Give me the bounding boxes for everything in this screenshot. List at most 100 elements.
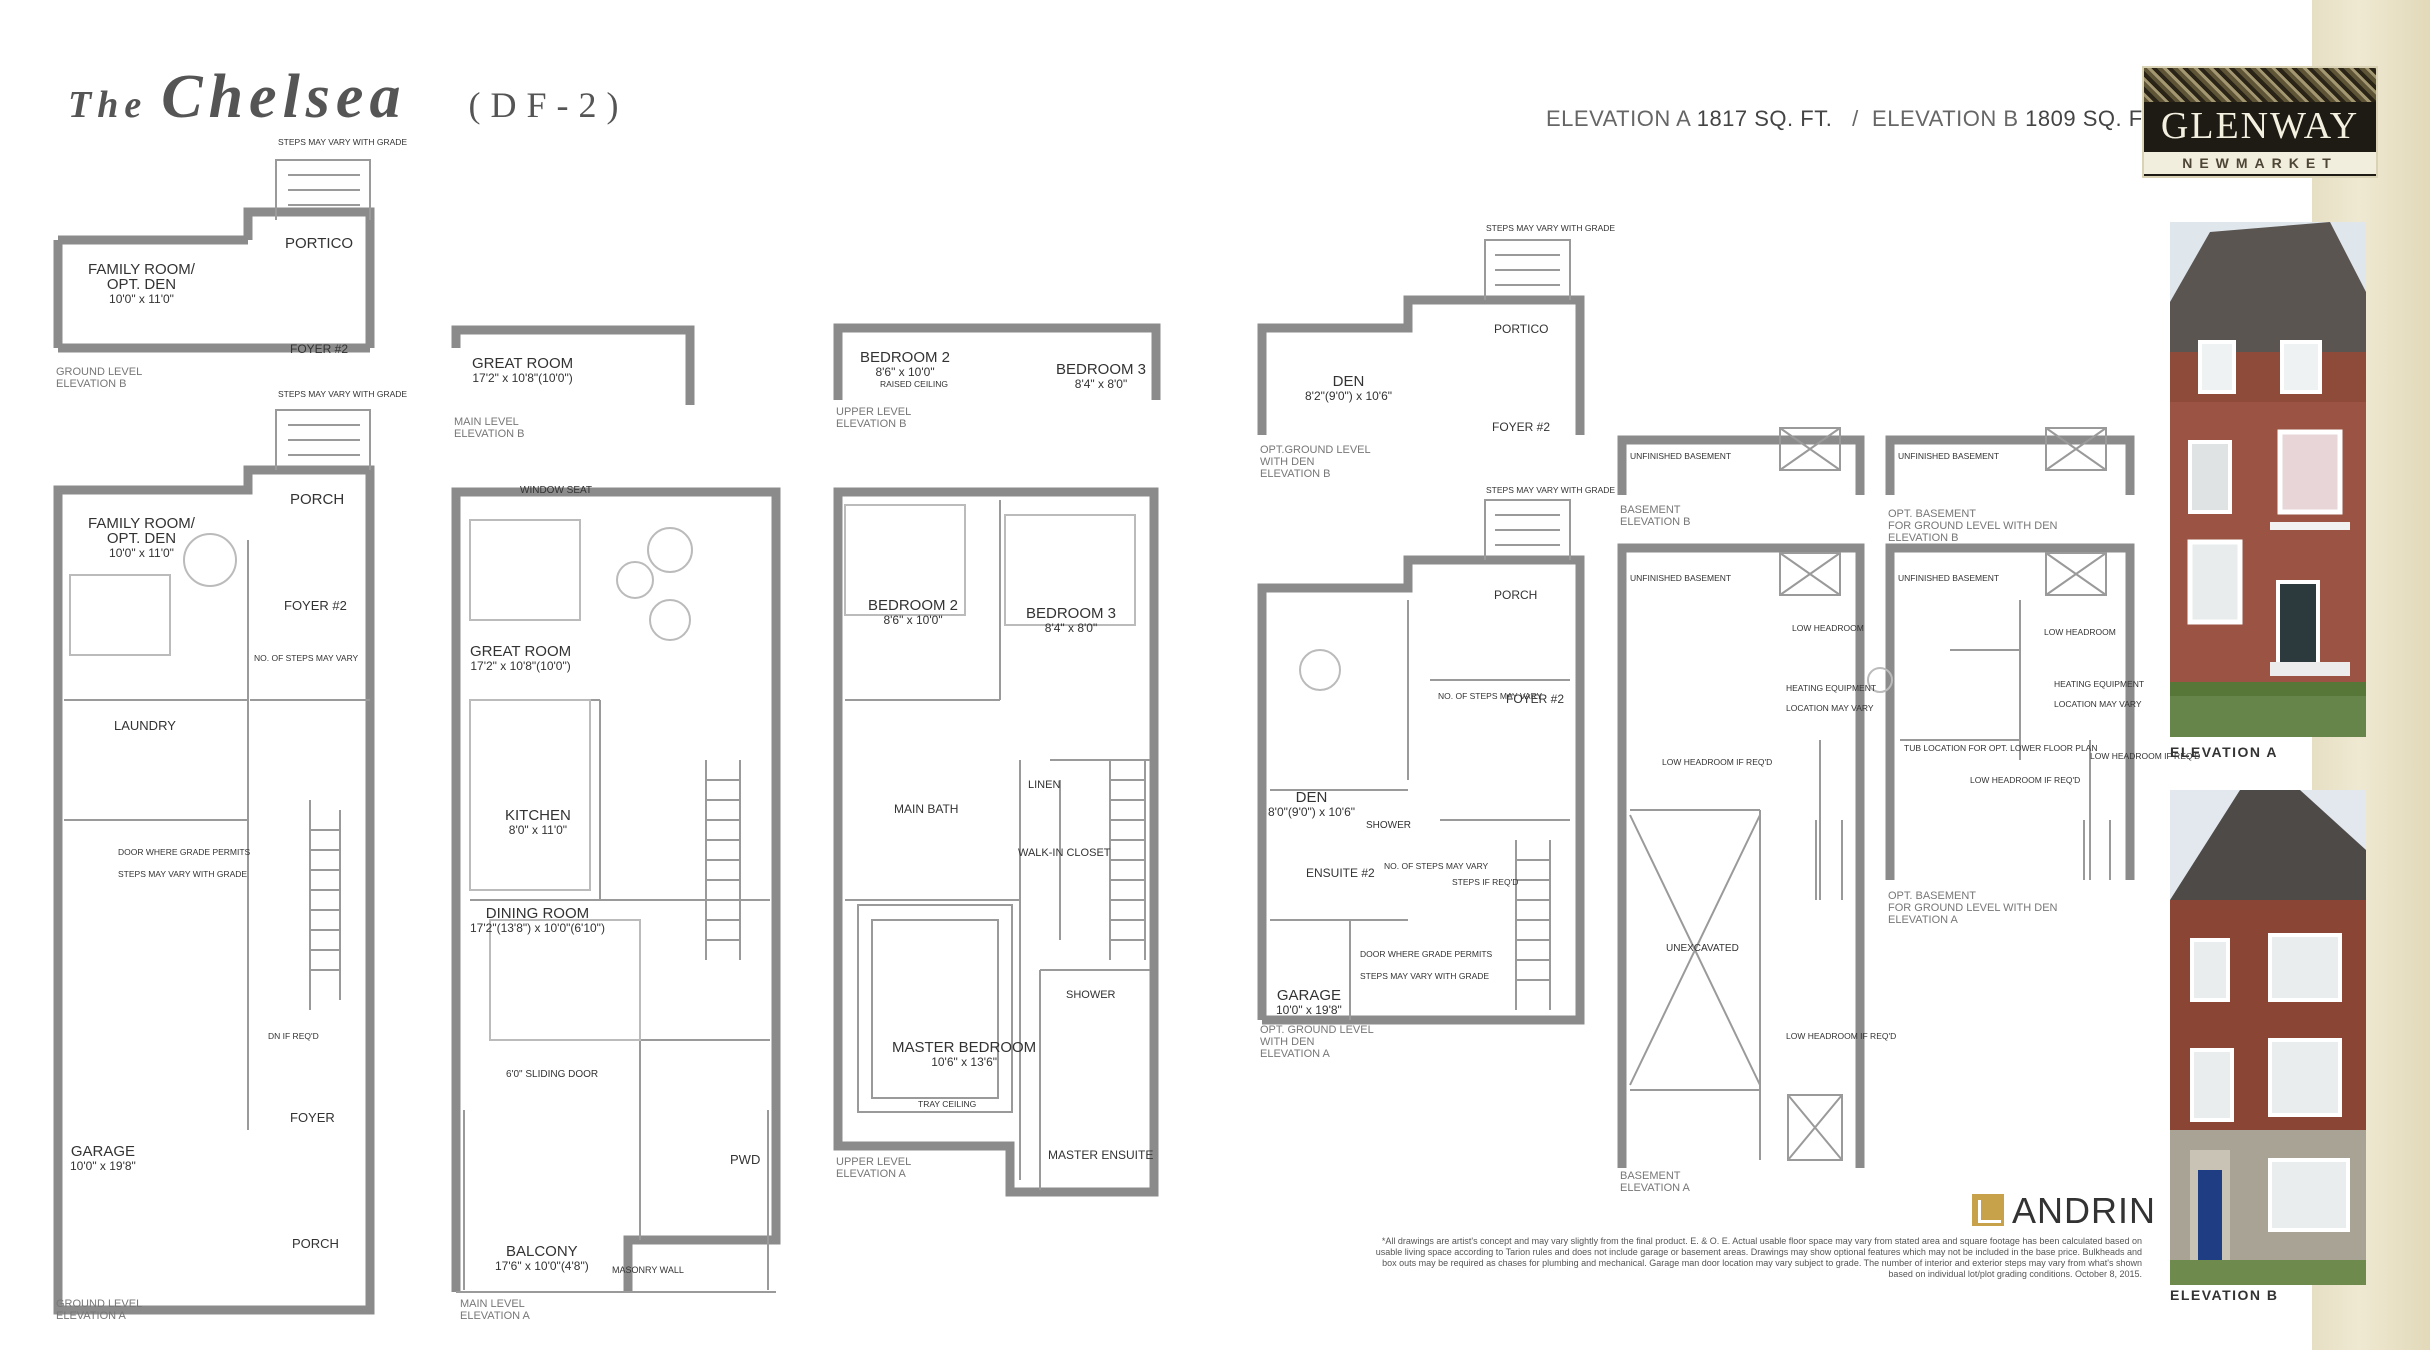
note-dn-ifreqd-ground-a: DN IF REQ'D xyxy=(268,1031,319,1041)
note-unfinished-opt-basement-a: UNFINISHED BASEMENT xyxy=(1898,573,2000,583)
note-raised-ceiling: RAISED CEILING xyxy=(880,379,949,389)
label-opt-basement-a-line1: OPT. BASEMENT xyxy=(1888,890,1977,902)
note-unfinished-basement-a: UNFINISHED BASEMENT xyxy=(1630,573,1732,583)
room-master-name: MASTER BEDROOM xyxy=(892,1039,1037,1056)
room-family-a-opt: OPT. DEN xyxy=(106,530,177,547)
note-sliding-door: 6'0" SLIDING DOOR xyxy=(506,1069,599,1080)
wall-main-b xyxy=(451,325,695,405)
elevation-a-photo xyxy=(2170,222,2366,737)
room-bedroom3-a-dim: 8'4" x 8'0" xyxy=(1044,621,1098,635)
label-upper-b-line1: UPPER LEVEL xyxy=(836,406,912,418)
elevation-separator: / xyxy=(1852,106,1859,131)
wall-ground-b xyxy=(53,207,375,353)
note-steps-den-a: STEPS MAY VARY WITH GRADE xyxy=(1486,485,1616,495)
floor-plans-drawing xyxy=(53,159,2135,1315)
room-foyer2-den-a: FOYER #2 xyxy=(1506,692,1565,706)
label-den-a-line3: ELEVATION A xyxy=(1260,1048,1330,1060)
elevation-a-sqft: 1817 SQ. FT. xyxy=(1696,106,1833,131)
label-den-a-line1: OPT. GROUND LEVEL xyxy=(1260,1024,1374,1036)
note-location-basement: LOCATION MAY VARY xyxy=(1786,703,1874,713)
room-bedroom2-b-name: BEDROOM 2 xyxy=(860,349,951,366)
room-pwd: PWD xyxy=(730,1152,761,1167)
label-basement-b-line1: BASEMENT xyxy=(1620,504,1681,516)
elevation-a-caption: ELEVATION A xyxy=(2170,744,2279,760)
room-porch-den-a: PORCH xyxy=(1494,588,1538,602)
note-no-steps-den-a: NO. OF STEPS MAY VARY xyxy=(1438,691,1543,701)
square-footage-line: ELEVATION A 1817 SQ. FT. / ELEVATION B 1… xyxy=(1546,106,2161,132)
room-garage-a-name: GARAGE xyxy=(70,1143,135,1160)
note-steps-ground-b: STEPS MAY VARY WITH GRADE xyxy=(278,137,408,147)
glenway-logo: GLENWAY NEWMARKET xyxy=(2142,66,2378,178)
room-kitchen-name: KITCHEN xyxy=(505,807,571,824)
room-shower-upper: SHOWER xyxy=(1066,989,1116,1001)
elevation-b-caption: ELEVATION B xyxy=(2170,1287,2279,1303)
label-opt-basement-a-line2: FOR GROUND LEVEL WITH DEN xyxy=(1888,902,2058,914)
label-main-a-line1: MAIN LEVEL xyxy=(460,1298,525,1310)
note-low-headroom-ifreqd-1: LOW HEADROOM IF REQ'D xyxy=(1662,757,1773,767)
elevation-a-label: ELEVATION A xyxy=(1546,106,1691,131)
label-ground-a-line1: GROUND LEVEL xyxy=(56,1298,143,1310)
label-ground-a-line2: ELEVATION A xyxy=(56,1310,126,1322)
label-basement-b-line2: ELEVATION B xyxy=(1620,516,1691,528)
label-upper-a-line1: UPPER LEVEL xyxy=(836,1156,912,1168)
room-porch-bottom-a: PORCH xyxy=(292,1236,339,1251)
note-unfinished-basement-b: UNFINISHED BASEMENT xyxy=(1630,451,1732,461)
note-steps-ifreqd-den-a: STEPS IF REQ'D xyxy=(1452,877,1519,887)
room-walk-in-closet: WALK-IN CLOSET xyxy=(1018,847,1111,859)
wall-opt-basement-a xyxy=(1885,543,2135,880)
note-steps-grade-den-a: STEPS MAY VARY WITH GRADE xyxy=(1360,971,1490,981)
room-main-bath: MAIN BATH xyxy=(894,802,959,816)
room-bedroom2-a-name: BEDROOM 2 xyxy=(868,597,959,614)
label-ground-b-line2: ELEVATION B xyxy=(56,378,127,390)
room-ensuite2: ENSUITE #2 xyxy=(1306,866,1375,880)
note-tray-ceiling: TRAY CEILING xyxy=(918,1099,977,1109)
room-bedroom3-b-name: BEDROOM 3 xyxy=(1056,361,1147,378)
note-masonry-wall: MASONRY WALL xyxy=(612,1265,684,1275)
label-den-a-line2: WITH DEN xyxy=(1260,1036,1315,1048)
room-balcony-dim: 17'6" x 10'0"(4'8") xyxy=(495,1259,589,1273)
logo-subtitle: NEWMARKET xyxy=(2144,152,2376,174)
room-shower-den: SHOWER xyxy=(1366,820,1411,831)
logo-name: GLENWAY xyxy=(2160,105,2360,147)
label-basement-a-line2: ELEVATION A xyxy=(1620,1182,1690,1194)
note-steps-den-b: STEPS MAY VARY WITH GRADE xyxy=(1486,223,1616,233)
note-unexcavated: UNEXCAVATED xyxy=(1666,943,1739,954)
wall-upper-b xyxy=(833,323,1161,400)
label-upper-b-line2: ELEVATION B xyxy=(836,418,907,430)
room-bedroom2-b-dim: 8'6" x 10'0" xyxy=(875,365,935,379)
note-low-headroom-basement: LOW HEADROOM xyxy=(1792,623,1864,633)
room-foyer2-den-b: FOYER #2 xyxy=(1492,420,1551,434)
room-family-b-name: FAMILY ROOM/ xyxy=(88,261,195,278)
room-family-a-dim: 10'0" x 11'0" xyxy=(109,546,174,560)
room-bedroom2-a-dim: 8'6" x 10'0" xyxy=(883,613,943,627)
note-tub-location: TUB LOCATION FOR OPT. LOWER FLOOR PLAN xyxy=(1904,743,2098,753)
note-low-headroom-ifreqd-3: LOW HEADROOM IF REQ'D xyxy=(2090,751,2201,761)
wall-den-a xyxy=(1257,555,1585,1025)
note-window-seat: WINDOW SEAT xyxy=(520,485,593,496)
elevation-b-label: ELEVATION B xyxy=(1872,106,2019,131)
wall-opt-basement-b xyxy=(1885,435,2135,495)
room-kitchen-dim: 8'0" x 11'0" xyxy=(508,823,568,837)
room-porch-top-a: PORCH xyxy=(290,491,345,508)
room-dining-dim: 17'2"(13'8") x 10'0"(6'10") xyxy=(470,921,605,935)
room-great-b-name: GREAT ROOM xyxy=(472,355,574,372)
note-steps-grade-ground-a: STEPS MAY VARY WITH GRADE xyxy=(118,869,248,879)
title-model-code: (DF-2) xyxy=(468,85,629,125)
room-portico-b: PORTICO xyxy=(285,235,354,252)
